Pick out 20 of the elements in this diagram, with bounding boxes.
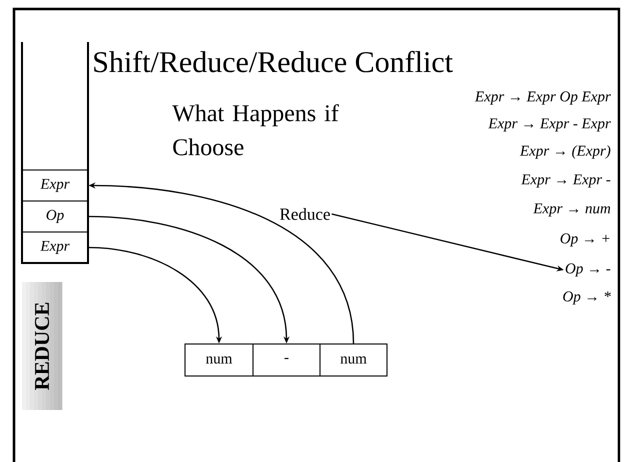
grammar-rule: Expr → num: [533, 204, 610, 216]
grammar-rule: Expr → Expr Op Expr: [474, 91, 611, 105]
stack-cell: Expr: [22, 170, 88, 202]
slide-title: Shift/Reduce/Reduce Conflict: [94, 50, 453, 72]
input-cell: num: [184, 344, 254, 376]
stack-cell: Op: [22, 200, 88, 232]
question-text: What Happens if Choose: [172, 104, 339, 156]
grammar-rule: Expr → (Expr): [520, 145, 610, 159]
stack-cell: Expr: [22, 232, 88, 264]
action-text: Reduce: [280, 208, 330, 220]
grammar-rule: Expr → Expr -: [521, 174, 610, 188]
grammar-rule: Op → +: [560, 233, 610, 247]
reduce-band: REDUCE: [22, 282, 62, 410]
input-cell: num: [320, 344, 388, 376]
input-cell: -: [252, 344, 320, 376]
grammar-rule: Op → *: [563, 291, 611, 305]
stack-drawing: [21, 42, 89, 264]
grammar-rule: Op → -: [566, 263, 610, 277]
node-label: REDUCE: [34, 302, 50, 390]
grammar-rule: Expr → Expr - Expr: [488, 118, 611, 132]
